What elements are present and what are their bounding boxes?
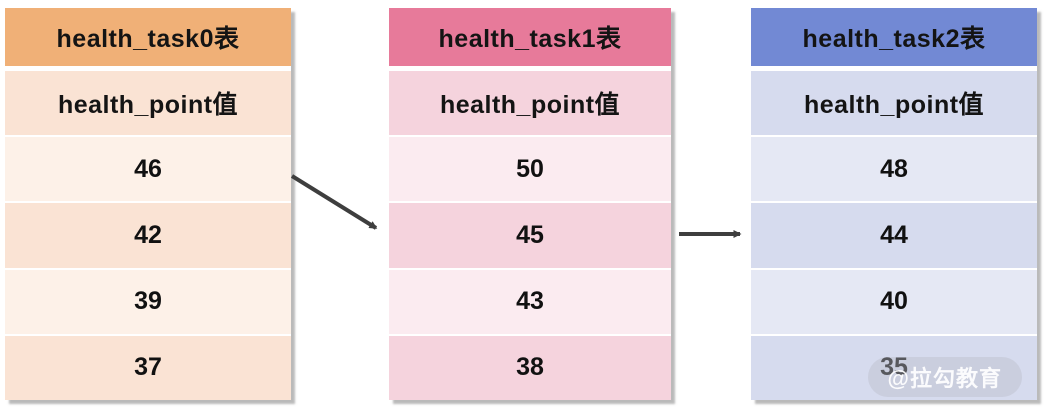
flow-arrow-health_task0-to-health_task1: [290, 174, 378, 230]
value-cell: 45: [389, 203, 671, 270]
watermark-badge: @拉勾教育: [867, 357, 1022, 397]
value-cell: 44: [751, 203, 1037, 270]
value-cell: 48: [751, 137, 1037, 204]
value-cell: 38: [389, 335, 671, 401]
table-title: health_task2表: [751, 8, 1037, 66]
value-cell: 35: [751, 335, 1037, 401]
field-label: health_point值: [751, 71, 1037, 138]
table-health-task2: health_task2表 health_point值 48 44 40 35: [751, 8, 1037, 401]
table-health-task0: health_task0表 health_point值 46 42 39 37: [5, 8, 291, 401]
value-cell: 50: [389, 137, 671, 204]
value-cell: 46: [5, 137, 291, 204]
table-title: health_task1表: [389, 8, 671, 66]
value-cell: 42: [5, 203, 291, 270]
field-label: health_point值: [389, 71, 671, 138]
value-cell: 40: [751, 269, 1037, 336]
table-health-task1: health_task1表 health_point值 50 45 43 38: [389, 8, 671, 401]
value-cell: 39: [5, 269, 291, 336]
value-cell: 43: [389, 269, 671, 336]
value-cell: 37: [5, 335, 291, 401]
table-title: health_task0表: [5, 8, 291, 66]
field-label: health_point值: [5, 71, 291, 138]
